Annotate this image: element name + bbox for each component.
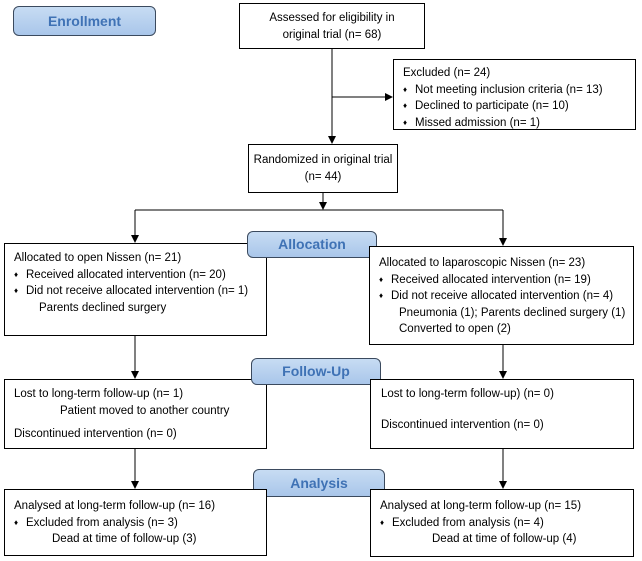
follow-right-line1: Lost to long-term follow-up) (n= 0) bbox=[381, 388, 554, 400]
excluded-item: ♦Missed admission (n= 1) bbox=[403, 115, 635, 132]
analysis-left-title: Analysed at long-term follow-up (n= 16) bbox=[14, 500, 216, 512]
alloc-left-item: ♦Received allocated intervention (n= 20) bbox=[14, 267, 266, 284]
excluded-item: ♦Not meeting inclusion criteria (n= 13) bbox=[403, 82, 635, 99]
assessed-line2: original trial (n= 68) bbox=[282, 28, 382, 41]
bullet-icon: ♦ bbox=[379, 274, 384, 284]
bullet-icon: ♦ bbox=[403, 117, 408, 127]
analysis-left-sub: Dead at time of follow-up (3) bbox=[52, 533, 197, 545]
stage-analysis: Analysis bbox=[253, 469, 385, 497]
analysis-left-item: ♦Excluded from analysis (n= 3) bbox=[14, 515, 266, 532]
stage-analysis-label: Analysis bbox=[290, 475, 348, 491]
stage-followup: Follow-Up bbox=[251, 358, 381, 385]
assessed-box: Assessed for eligibility in original tri… bbox=[239, 3, 425, 49]
alloc-right-title: Allocated to laparoscopic Nissen (n= 23) bbox=[379, 257, 586, 269]
analysis-right-box: Analysed at long-term follow-up (n= 15) … bbox=[370, 489, 634, 557]
analysis-left-box: Analysed at long-term follow-up (n= 16) … bbox=[4, 489, 267, 556]
alloc-left-item: ♦Did not receive allocated intervention … bbox=[14, 283, 266, 300]
stage-followup-label: Follow-Up bbox=[282, 363, 350, 379]
stage-enrollment: Enrollment bbox=[13, 6, 156, 36]
alloc-right-sub: Pneumonia (1); Parents declined surgery … bbox=[399, 306, 626, 319]
bullet-icon: ♦ bbox=[403, 84, 408, 94]
allocation-right-box: Allocated to laparoscopic Nissen (n= 23)… bbox=[369, 246, 634, 345]
bullet-icon: ♦ bbox=[14, 286, 19, 295]
alloc-right-item: ♦Did not receive allocated intervention … bbox=[379, 288, 633, 305]
randomized-box: Randomized in original trial (n= 44) bbox=[248, 144, 398, 193]
bullet-icon: ♦ bbox=[379, 291, 384, 300]
analysis-right-item: ♦Excluded from analysis (n= 4) bbox=[380, 515, 633, 532]
follow-right-line2: Discontinued intervention (n= 0) bbox=[381, 418, 544, 431]
follow-left-line1: Lost to long-term follow-up (n= 1) bbox=[14, 388, 184, 400]
alloc-left-sub: Parents declined surgery bbox=[39, 301, 167, 314]
bullet-icon: ♦ bbox=[380, 517, 385, 527]
alloc-right-sub: Converted to open (2) bbox=[399, 323, 511, 335]
bullet-icon: ♦ bbox=[14, 517, 19, 527]
stage-enrollment-label: Enrollment bbox=[47, 13, 122, 29]
follow-left-line3: Discontinued intervention (n= 0) bbox=[14, 428, 177, 440]
assessed-line1: Assessed for eligibility in bbox=[269, 12, 395, 24]
followup-right-box: Lost to long-term follow-up) (n= 0) Disc… bbox=[370, 379, 634, 449]
followup-left-box: Lost to long-term follow-up (n= 1) Patie… bbox=[4, 379, 267, 449]
alloc-right-item: ♦Received allocated intervention (n= 19) bbox=[379, 272, 633, 289]
stage-allocation: Allocation bbox=[247, 231, 377, 258]
excluded-item: ♦Declined to participate (n= 10) bbox=[403, 98, 635, 115]
randomized-line1: Randomized in original trial bbox=[253, 154, 393, 166]
follow-left-line2: Patient moved to another country bbox=[60, 404, 230, 417]
analysis-right-title: Analysed at long-term follow-up (n= 15) bbox=[380, 500, 582, 512]
stage-allocation-label: Allocation bbox=[278, 236, 346, 252]
allocation-left-box: Allocated to open Nissen (n= 21) ♦Receiv… bbox=[4, 243, 267, 336]
excluded-title: Excluded (n= 24) bbox=[403, 67, 491, 79]
bullet-icon: ♦ bbox=[14, 269, 19, 279]
randomized-line2: (n= 44) bbox=[304, 170, 342, 183]
excluded-box: Excluded (n= 24) ♦Not meeting inclusion … bbox=[393, 59, 636, 130]
bullet-icon: ♦ bbox=[403, 101, 408, 110]
alloc-left-title: Allocated to open Nissen (n= 21) bbox=[14, 252, 182, 264]
analysis-right-sub: Dead at time of follow-up (4) bbox=[432, 533, 577, 545]
